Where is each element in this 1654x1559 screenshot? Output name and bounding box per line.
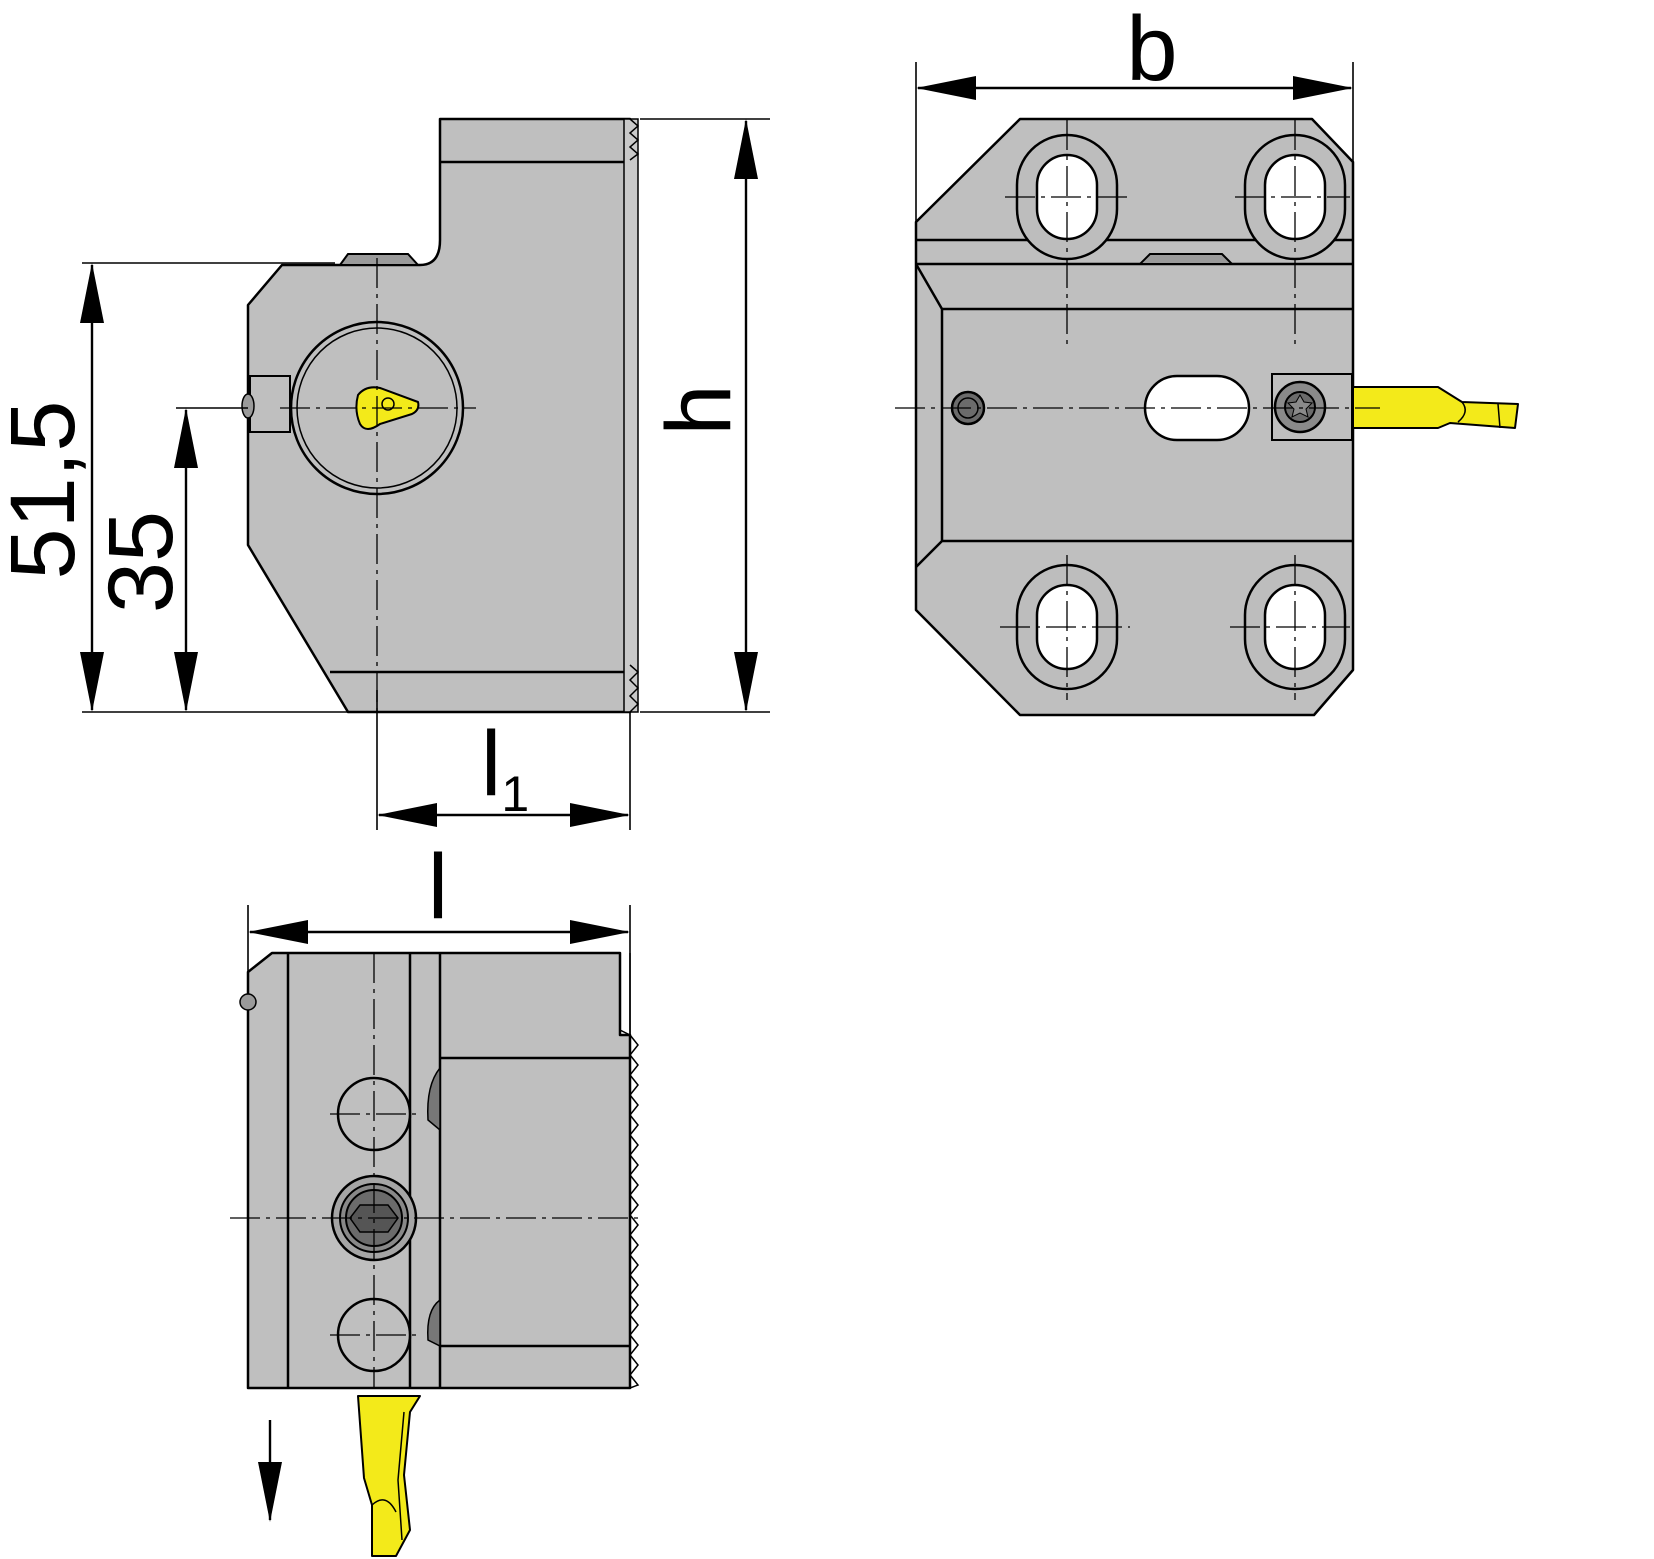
side-view-boring-bar — [357, 1395, 421, 1557]
dimension-h-label: h — [648, 384, 750, 435]
front-view — [241, 117, 640, 714]
front-view-side-screw — [249, 375, 291, 433]
top-view — [895, 117, 1519, 717]
dimension-l1-main: l — [481, 713, 501, 815]
top-view-center-screw — [1137, 253, 1235, 265]
side-view-side-screw — [239, 993, 257, 1011]
dimension-b: b — [915, 0, 1354, 222]
front-view-serration-teeth-bottom — [628, 664, 640, 713]
dimension-b-label: b — [1126, 0, 1177, 100]
side-view-recess-left-top — [427, 1065, 441, 1132]
dimension-l: l — [247, 836, 631, 1035]
side-view — [230, 951, 640, 1557]
front-view-serration-strip — [623, 118, 639, 713]
dimension-l-label: l — [428, 836, 448, 938]
top-view-body — [914, 117, 1355, 717]
dimension-l1-label: l1 — [481, 713, 529, 822]
top-view-boring-bar — [1352, 386, 1519, 429]
side-view-recess — [440, 1056, 630, 1348]
side-view-recess-left-bottom — [427, 1298, 441, 1348]
dimension-51-5: 51,5 — [0, 262, 350, 713]
dimension-35-label: 35 — [90, 511, 192, 613]
front-view-side-screw-head — [241, 393, 255, 419]
top-view-center-section — [914, 263, 1353, 568]
side-view-serration — [629, 1034, 640, 1389]
dimension-35: 35 — [90, 407, 248, 712]
side-view-top-notch — [619, 953, 631, 1036]
dimension-l1: l1 — [376, 690, 631, 830]
front-view-insert-screw — [381, 397, 395, 411]
dimension-h: h — [640, 118, 770, 713]
dimension-l1-subscript: 1 — [501, 766, 529, 822]
front-view-serration-teeth-top — [628, 118, 640, 161]
dimension-51-5-label: 51,5 — [0, 400, 94, 579]
front-view-top-screw-head — [338, 253, 421, 266]
